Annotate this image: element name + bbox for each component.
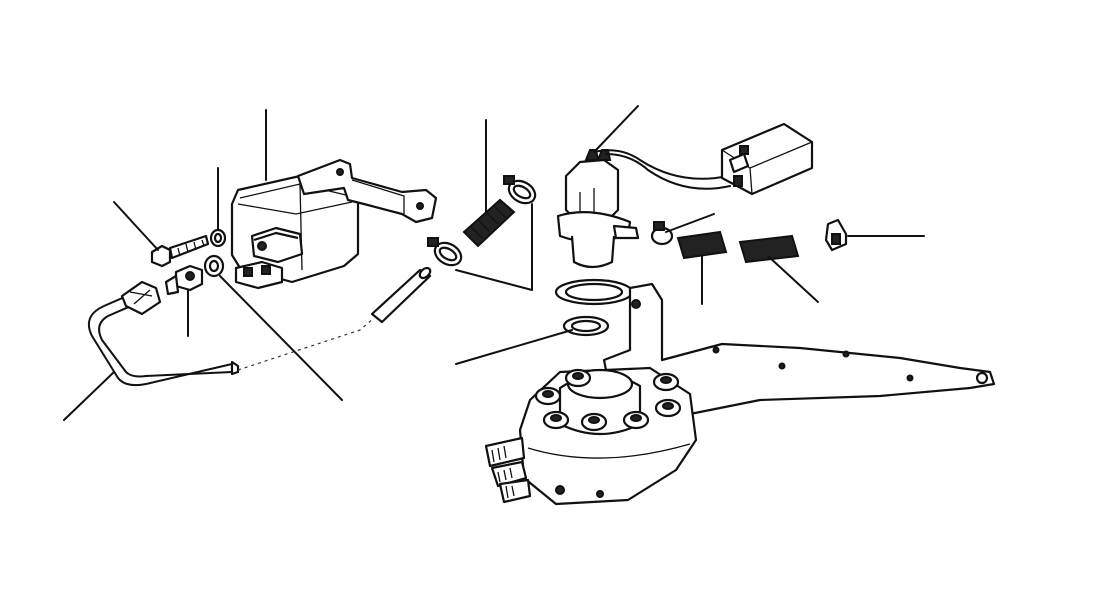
rubber-hose xyxy=(462,198,516,248)
mounting-bolt xyxy=(150,234,210,268)
hose-section-left xyxy=(676,230,728,260)
assembly-line xyxy=(237,317,375,371)
circlip xyxy=(562,315,610,337)
pressure-regulator-valve xyxy=(556,149,640,269)
bracket-clip xyxy=(650,221,674,246)
fuel-line-pipe xyxy=(88,280,240,387)
leader-bracket-clip xyxy=(665,213,715,233)
leader-lines xyxy=(63,105,925,421)
leader-regulator xyxy=(595,105,639,151)
connector-wire-upper xyxy=(593,149,729,180)
leader-hose-right xyxy=(767,255,819,303)
control-relay-box xyxy=(230,174,360,290)
leader-fuel-line xyxy=(63,371,115,421)
leader-circlip xyxy=(455,329,573,365)
connector-wire-lower xyxy=(605,153,731,190)
leader-bolt xyxy=(113,201,159,251)
sealing-washer xyxy=(203,254,225,278)
fuel-distributor xyxy=(484,366,698,506)
banjo-union xyxy=(164,264,204,296)
relay-mounting-bracket xyxy=(296,158,438,224)
small-clip xyxy=(824,218,848,252)
electrical-connector-plug xyxy=(720,122,814,196)
hose-clamp-lower xyxy=(427,237,463,267)
hose-clamp xyxy=(503,175,537,205)
vacuum-tube xyxy=(370,266,432,324)
leader-sealing-washer xyxy=(219,275,343,401)
washer xyxy=(209,228,227,248)
leader-clamps xyxy=(455,203,533,291)
hose-section-right xyxy=(738,234,800,264)
